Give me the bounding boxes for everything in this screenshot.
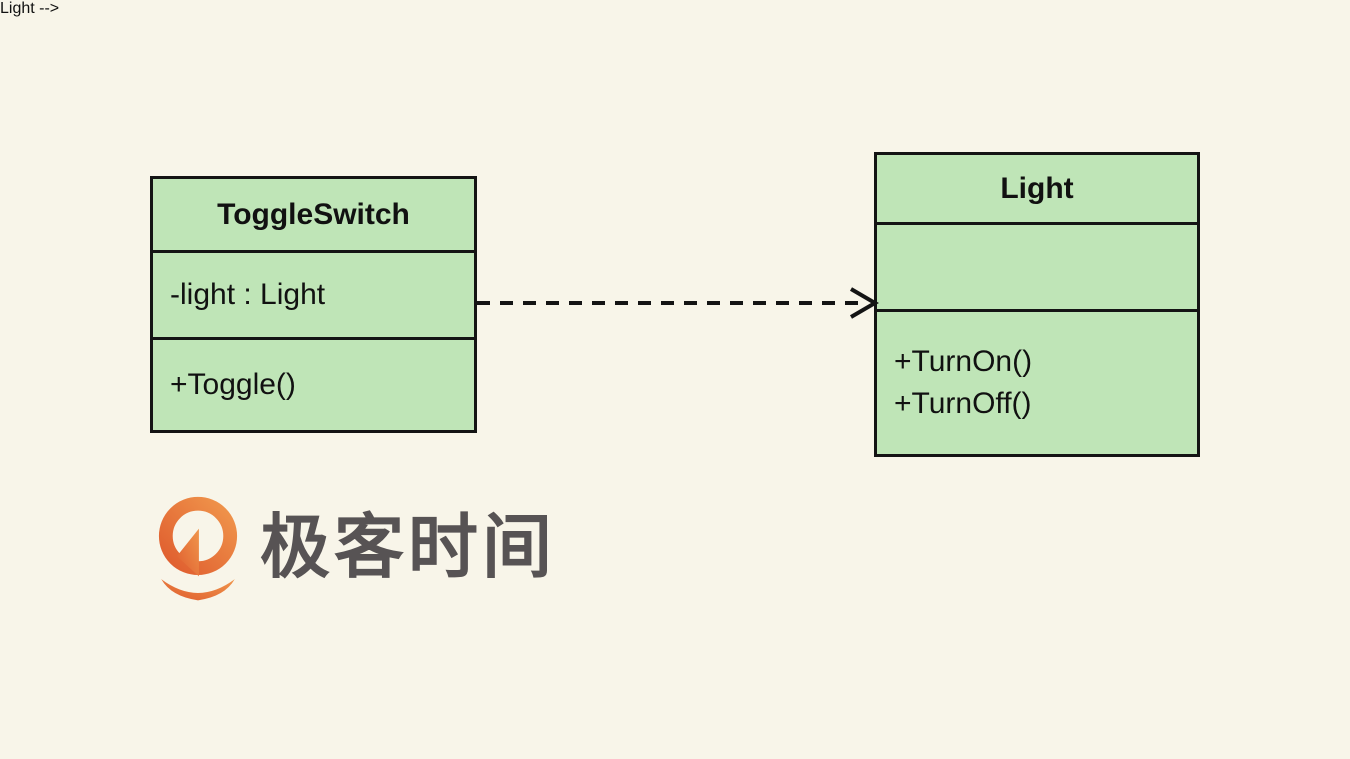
geektime-logo-text: 极客时间 — [260, 508, 556, 586]
class-attributes-toggleswitch: -light : Light — [153, 253, 474, 340]
class-attributes-light — [877, 225, 1197, 312]
class-name-toggleswitch: ToggleSwitch — [153, 179, 474, 253]
class-box-toggleswitch: ToggleSwitch -light : Light +Toggle() — [150, 176, 477, 433]
method-line: +Toggle() — [170, 368, 296, 401]
dependency-arrow — [477, 287, 879, 319]
method-line: +TurnOn() — [894, 345, 1033, 378]
method-line: +TurnOff() — [894, 387, 1032, 420]
class-box-light: Light +TurnOn() +TurnOff() — [874, 152, 1200, 457]
class-methods-light: +TurnOn() +TurnOff() — [877, 312, 1197, 454]
class-name-light: Light — [877, 155, 1197, 225]
attribute-line: -light : Light — [170, 278, 326, 311]
class-methods-toggleswitch: +Toggle() — [153, 340, 474, 430]
geektime-logo-icon — [158, 496, 238, 601]
geektime-logo: 极客时间 — [152, 486, 556, 608]
